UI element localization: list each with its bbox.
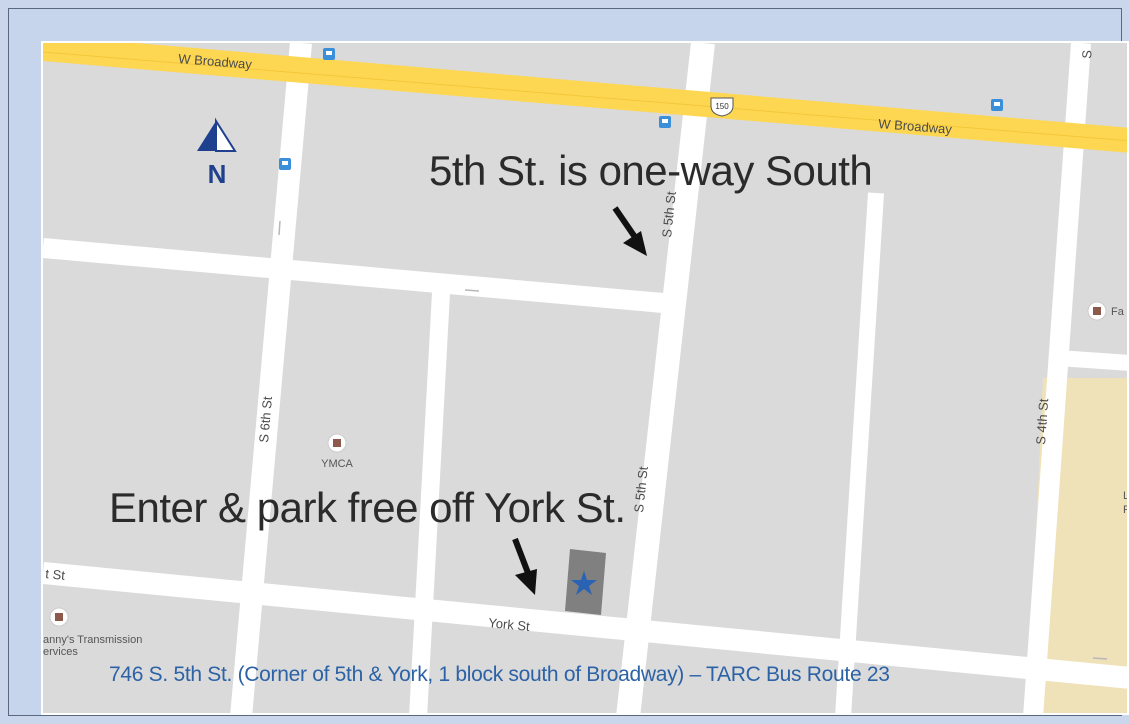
label-l-fragment: L (1123, 490, 1129, 502)
label-ymca: YMCA (321, 458, 353, 470)
label-s6th: S 6th St (256, 395, 275, 443)
street-s6th (230, 43, 312, 713)
one-way-markers (278, 220, 1108, 660)
one-way-arrow-6th (278, 220, 281, 236)
broadway-centerline (43, 51, 1127, 142)
bus-stop-icon (659, 116, 671, 128)
poi-transmission[interactable]: anny's Transmission ervices (43, 607, 142, 658)
label-york: York St (488, 615, 531, 634)
label-top-right: S (1079, 49, 1095, 59)
label-f-fragment: F (1123, 504, 1129, 516)
label-s4th: S 4th St (1033, 398, 1051, 446)
north-label: N (208, 159, 227, 189)
broadway-road (43, 43, 1127, 153)
address-footer: 746 S. 5th St. (Corner of 5th & York, 1 … (109, 663, 890, 686)
label-broadway-left: W Broadway (178, 51, 253, 72)
one-way-arrow-right (1092, 657, 1108, 660)
label-transmission-1: anny's Transmission (43, 634, 142, 646)
callout-arrow-icon (512, 537, 537, 595)
label-left-street: t St (45, 566, 66, 583)
bus-stop-icon (279, 158, 291, 170)
callout-arrow-icon (612, 206, 647, 256)
label-fa: Fa (1111, 306, 1125, 318)
poi-fa[interactable]: Fa (1087, 301, 1125, 321)
street-map[interactable]: W Broadway W Broadway S 5th St S 5th St … (43, 43, 1129, 715)
callout-one-way: 5th St. is one-way South (429, 147, 872, 194)
label-broadway-right: W Broadway (878, 116, 953, 137)
star-icon (571, 571, 597, 595)
svg-text:150: 150 (715, 102, 729, 111)
callout-parking: Enter & park free off York St. (109, 484, 626, 531)
map-container[interactable]: W Broadway W Broadway S 5th St S 5th St … (41, 41, 1129, 715)
label-s5th-lower: S 5th St (631, 465, 651, 513)
street-right-cross (1057, 350, 1127, 371)
map-frame: W Broadway W Broadway S 5th St S 5th St … (8, 8, 1129, 716)
destination-marker[interactable] (565, 549, 606, 615)
street-upper-cross (43, 238, 664, 313)
poi-marker-icon (333, 439, 341, 447)
street-york (43, 562, 1127, 689)
poi-marker-icon (1093, 307, 1101, 315)
street-s5th (616, 43, 715, 713)
bus-stop-icon (991, 99, 1003, 111)
label-transmission-2: ervices (43, 646, 78, 658)
street-minor-vertical (409, 292, 450, 713)
north-arrow-icon: N (197, 117, 237, 189)
poi-ymca[interactable]: YMCA (321, 433, 354, 470)
street-mid-vertical (835, 192, 884, 713)
transit-icons (279, 48, 1003, 170)
poi-marker-icon (55, 613, 63, 621)
label-s5th-upper: S 5th St (659, 190, 679, 238)
one-way-arrow-cross (464, 289, 480, 292)
street-grid (43, 43, 1127, 713)
bus-stop-icon (323, 48, 335, 60)
highway-shield-icon: 150 (710, 97, 734, 117)
street-s4th (1023, 43, 1091, 713)
